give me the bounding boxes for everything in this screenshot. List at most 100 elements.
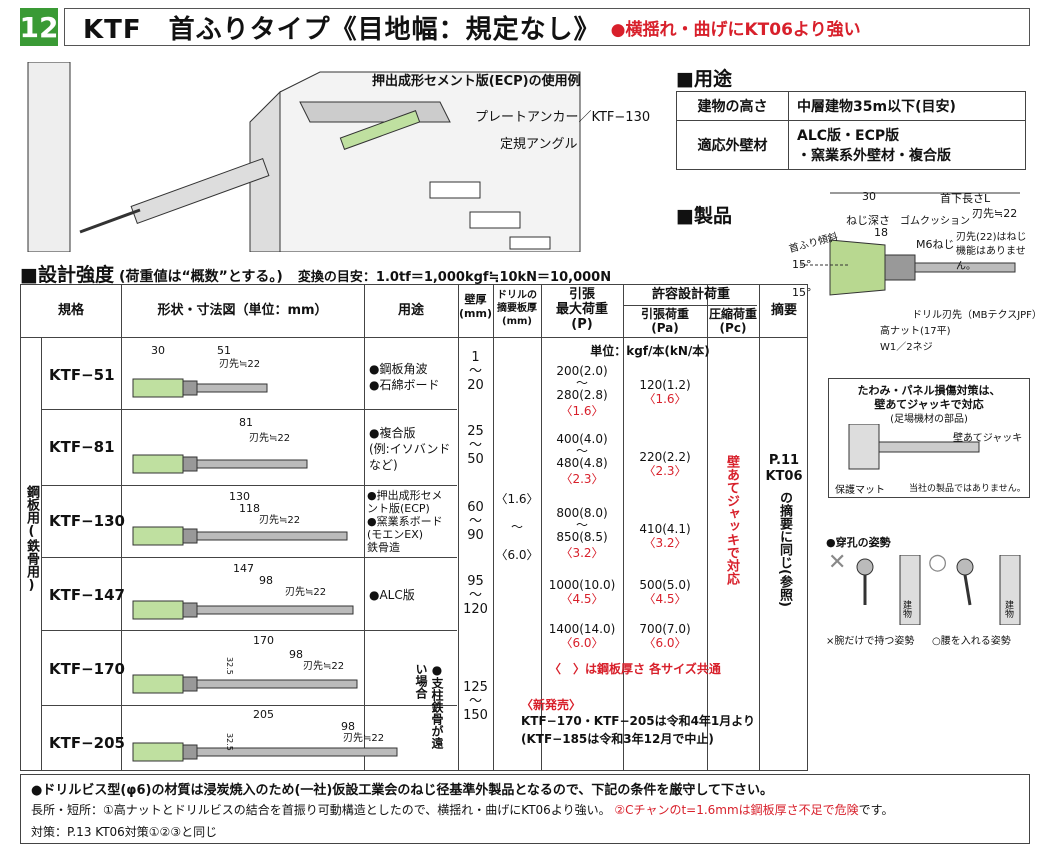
unit-label: 単位：kgf/本(kN/本) bbox=[590, 344, 710, 358]
row-pa-red: 〈2.3〉 bbox=[643, 464, 687, 478]
th-thickness: 壁厚 (mm) bbox=[459, 293, 492, 320]
row-pa: 410(4.1) bbox=[639, 522, 691, 536]
row-thick: 60 〜 90 bbox=[467, 500, 484, 543]
row-name: KTF−205 bbox=[49, 734, 125, 752]
jack-title1: たわみ・パネル損傷対策は、 bbox=[857, 384, 1001, 397]
product-dim-30: 30 bbox=[862, 190, 876, 203]
row-p: 1000(10.0) bbox=[548, 578, 616, 592]
th-allow: 許容設計荷重 bbox=[651, 287, 730, 302]
jack-title2: 壁あてジャッキで対応 bbox=[874, 398, 984, 411]
bolt-drawing-170 bbox=[132, 674, 358, 694]
dim: 32.5 bbox=[225, 657, 234, 675]
th-spec: 規格 bbox=[57, 303, 84, 318]
dim: 32.5 bbox=[225, 733, 234, 751]
row-thick-170: 125 〜 150 bbox=[463, 680, 488, 723]
dim: 118 bbox=[239, 502, 260, 515]
dim: 30 bbox=[151, 344, 165, 357]
summary-text: P.11 KT06 bbox=[765, 453, 803, 484]
page-title: KTF 首ふりタイプ《目地幅：規定なし》 bbox=[83, 14, 601, 45]
footer-warning: ②Cチャンのt=1.6mmは鋼板厚さ不足で危険 bbox=[614, 803, 859, 817]
bracket-note: 〈 〉は鋼板厚さ 各サイズ共通 bbox=[549, 662, 721, 676]
usage-key: 適応外壁材 bbox=[676, 120, 789, 170]
posture-heading: ●穿孔の姿勢 bbox=[826, 536, 891, 549]
header-bar: KTF 首ふりタイプ《目地幅：規定なし》 ●横揺れ・曲げにKT06より強い bbox=[64, 8, 1030, 46]
page-subtitle: ●横揺れ・曲げにKT06より強い bbox=[610, 19, 861, 40]
posture-wall-2: 建物 bbox=[1003, 600, 1013, 618]
row-name: KTF−147 bbox=[49, 586, 125, 604]
row-p: 400(4.0) 〜 480(4.8) bbox=[556, 432, 608, 470]
row-p: 1400(14.0) bbox=[548, 622, 616, 636]
row-use-170: ●支柱鉄骨が遠い場合 bbox=[414, 663, 444, 749]
dim: 刃先≒22 bbox=[249, 433, 291, 444]
dim: 刃先≒22 bbox=[303, 661, 345, 672]
dim: 刃先≒22 bbox=[343, 733, 385, 744]
row-p-red: 〈4.5〉 bbox=[560, 592, 604, 606]
jack-mat: 保護マット bbox=[835, 485, 885, 496]
row-p: 200(2.0) 〜 280(2.8) bbox=[556, 364, 608, 402]
row-p-red: 〈3.2〉 bbox=[560, 546, 604, 560]
dim: 98 bbox=[259, 574, 273, 587]
row-pa: 220(2.2) bbox=[639, 450, 691, 464]
footer-line1: ●ドリルビス型(φ6)の材質は浸炭焼入のため(一社)仮設工業会のねじ径基準外製品… bbox=[31, 783, 774, 798]
bolt-drawing-81 bbox=[132, 454, 308, 474]
row-name: KTF−130 bbox=[49, 512, 125, 530]
dim: 147 bbox=[233, 562, 254, 575]
product-rubber: ゴムクッション bbox=[900, 216, 970, 227]
jack-drawing bbox=[848, 424, 980, 470]
footer-warning-suffix: です。 bbox=[858, 803, 894, 817]
product-angle-2: 15° bbox=[792, 286, 812, 299]
usage-table: 建物の高さ 中層建物35m以下(目安) 適応外壁材 ALC版・ECP版 ・窯業系… bbox=[676, 91, 1026, 170]
posture-bad-mark: ✕ bbox=[828, 550, 847, 575]
dim: 刃先≒22 bbox=[259, 515, 301, 526]
product-heading: ■製品 bbox=[676, 205, 732, 227]
footer-pros-cons: 長所・短所：①高ナットとドリルビスの結合を首振り可動構造としたので、横揺れ・曲げ… bbox=[31, 803, 611, 817]
section-number: 12 bbox=[20, 8, 58, 46]
footer-line2: 長所・短所：①高ナットとドリルビスの結合を首振り可動構造としたので、横揺れ・曲げ… bbox=[31, 801, 893, 818]
row-thick: 25 〜 50 bbox=[467, 424, 484, 467]
usage-row: 建物の高さ 中層建物35m以下(目安) bbox=[676, 91, 1026, 121]
th-allow-tensile: 引張荷重 (Pa) bbox=[640, 307, 689, 335]
bolt-drawing-147 bbox=[132, 600, 354, 620]
row-use: ●ALC版 bbox=[369, 588, 415, 602]
footer-notes: ●ドリルビス型(φ6)の材質は浸炭焼入のため(一社)仮設工業会のねじ径基準外製品… bbox=[20, 774, 1030, 844]
row-thick: 1 〜 20 bbox=[467, 350, 484, 393]
discontinued-text: (KTF−185は令和3年12月で中止) bbox=[521, 732, 714, 746]
th-drill: ドリルの 摘要板厚 (mm) bbox=[497, 290, 537, 327]
jack-note: 当社の製品ではありません。 bbox=[909, 484, 1026, 494]
row-pa-red: 〈6.0〉 bbox=[643, 636, 687, 650]
product-thread-depth-value: 18 bbox=[874, 226, 888, 239]
dim: 130 bbox=[229, 490, 250, 503]
jack-sub: (足場機材の部品) bbox=[890, 414, 968, 425]
footer-line3: 対策：P.13 KT06対策①②③と同じ bbox=[31, 825, 218, 839]
compression-note: 壁あてジャッキで対応 bbox=[724, 455, 739, 585]
illustration-caption: 押出成形セメント版(ECP)の使用例 bbox=[372, 74, 581, 89]
design-conversion: 変換の目安：1.0tf＝1,000kgf≒10kN＝10,000N bbox=[297, 270, 612, 285]
jack-label: 壁あてジャッキ bbox=[953, 433, 1023, 444]
jack-box: たわみ・パネル損傷対策は、 壁あてジャッキで対応 (足場機材の部品) 壁あてジャ… bbox=[828, 378, 1030, 498]
product-note2: 機能はありません。 bbox=[956, 246, 1026, 272]
design-heading: ■設計強度 bbox=[20, 264, 114, 286]
row-pa: 500(5.0) bbox=[639, 578, 691, 592]
summary-vertical: の摘要に同じ(参照) bbox=[777, 491, 792, 607]
row-p-red: 〈2.3〉 bbox=[560, 472, 604, 486]
usage-value: ALC版・ECP版 ・窯業系外壁材・複合版 bbox=[788, 120, 1026, 170]
usage-row: 適応外壁材 ALC版・ECP版 ・窯業系外壁材・複合版 bbox=[676, 120, 1026, 170]
row-use: ●押出成形セメ ント版(ECP) ●窯業系ボード (モエンEX) 鉄骨造 bbox=[367, 489, 443, 554]
dim: 205 bbox=[253, 708, 274, 721]
dim: 98 bbox=[341, 720, 355, 733]
row-name: KTF−51 bbox=[49, 366, 115, 384]
bolt-drawing-51 bbox=[132, 378, 268, 398]
posture-wall-1: 建物 bbox=[901, 600, 911, 618]
product-m6: M6ねじ bbox=[916, 238, 955, 251]
group-label: 鋼板用(鉄骨用) bbox=[24, 485, 39, 593]
row-pa-red: 〈1.6〉 bbox=[643, 392, 687, 406]
row-p-red: 〈1.6〉 bbox=[560, 404, 604, 418]
th-allow-compression: 圧縮荷重 (Pc) bbox=[708, 307, 757, 335]
illustration-label-anchor: プレートアンカー／KTF−130 bbox=[475, 110, 651, 125]
row-p-red: 〈6.0〉 bbox=[560, 636, 604, 650]
row-use: ●鋼板角波 ●石綿ボード bbox=[369, 362, 440, 392]
row-p: 800(8.0) 〜 850(8.5) bbox=[556, 506, 608, 544]
dim: 81 bbox=[239, 416, 253, 429]
row-pa: 700(7.0) bbox=[639, 622, 691, 636]
row-pa-red: 〈4.5〉 bbox=[643, 592, 687, 606]
